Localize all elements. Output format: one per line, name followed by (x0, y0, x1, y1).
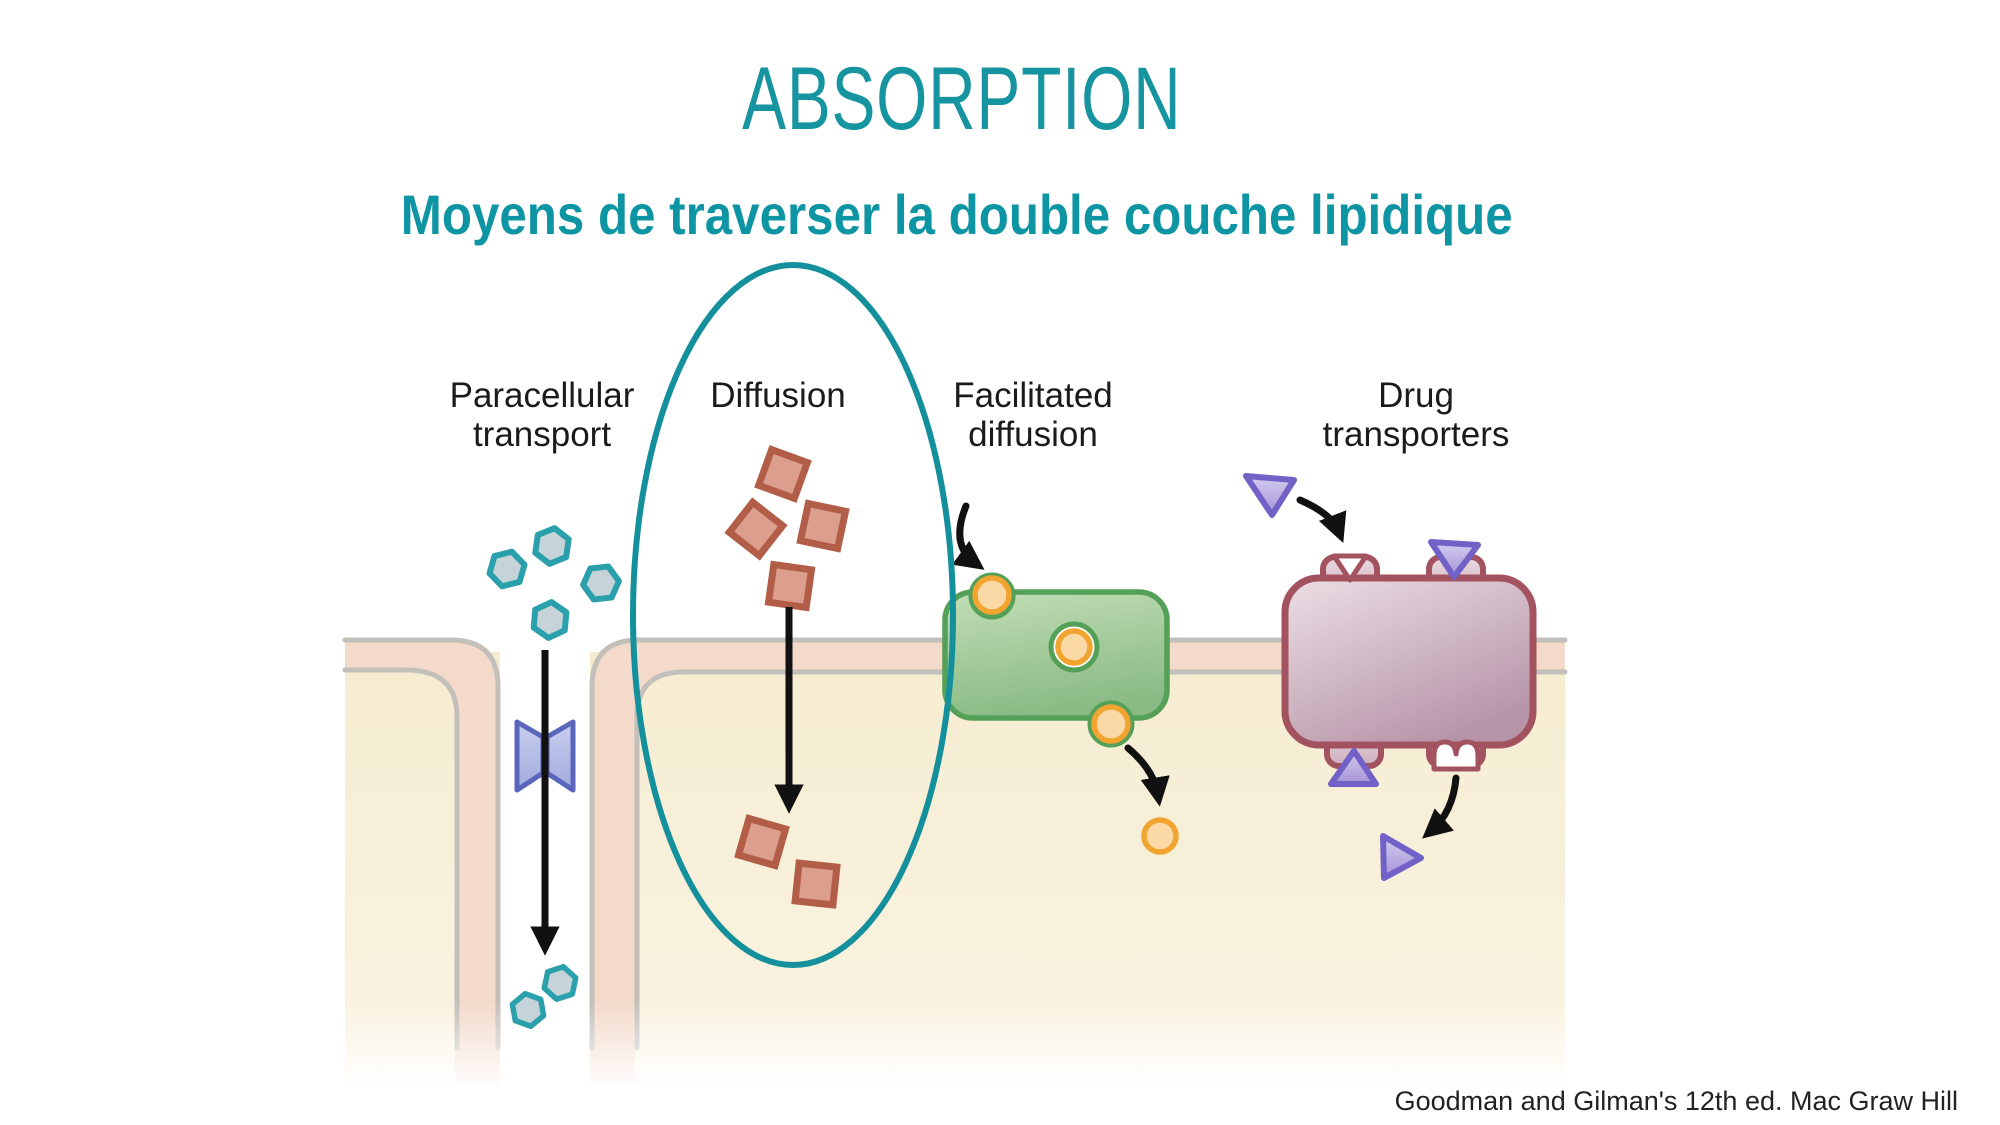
hexagon-molecule (541, 964, 579, 1002)
hexagon-molecules (486, 525, 622, 1030)
purple-triangles (1243, 473, 1481, 881)
drug-transporter-body (1281, 574, 1537, 749)
slide-subtitle: Moyens de traverser la double couche lip… (0, 183, 1914, 246)
paracellular-transport-group (486, 525, 622, 1030)
purple-triangle (1243, 473, 1297, 518)
orange-molecule (1091, 704, 1131, 744)
purple-triangle (1328, 748, 1379, 787)
source-attribution: Goodman and Gilman's 12th ed. Mac Graw H… (1394, 1086, 1958, 1116)
membrane-outline-top-left (342, 637, 501, 1051)
label-diffusion: Diffusion (710, 376, 846, 415)
bottom-fade (343, 1002, 1567, 1090)
orange-molecule (1141, 817, 1179, 855)
membrane-outline-bottom-left (342, 667, 460, 1051)
diffusion-squares (724, 445, 850, 909)
diffusion-square (796, 499, 850, 553)
purple-triangle (1380, 833, 1424, 881)
orange-molecules (972, 575, 1179, 855)
tab-notch-w (1431, 739, 1481, 772)
page-title: ABSORPTION (0, 48, 1924, 148)
facilitated-diffusion-group (942, 502, 1179, 855)
hexagon-molecule (509, 990, 547, 1030)
label-paracellular-transport: Paracellular transport (449, 376, 635, 454)
orange-molecule (1055, 628, 1093, 666)
hexagon-molecule (530, 599, 570, 641)
tab-notch-v (1331, 553, 1369, 583)
facilitated-arrow-out (1124, 744, 1170, 807)
label-drug-transporters: Drug transporters (1322, 376, 1510, 454)
diffusion-square (764, 560, 816, 612)
facilitated-arrow-in (952, 502, 985, 570)
slide-subtitle-text: Moyens de traverser la double couche lip… (401, 183, 1513, 246)
diffusion-group (724, 445, 850, 909)
diffusion-square (791, 859, 841, 909)
orange-molecule (972, 575, 1012, 615)
transporter-arrow-out (1422, 774, 1460, 839)
transporter-arrow-in (1296, 496, 1347, 543)
hexagon-molecule (580, 563, 622, 603)
purple-triangle (1428, 539, 1481, 580)
diffusion-ellipse-highlight (630, 262, 956, 968)
hexagon-molecule (486, 548, 528, 590)
hexagon-molecule (532, 525, 572, 567)
diffusion-square (724, 497, 788, 561)
diffusion-square (734, 814, 790, 870)
membrane-left-segment (345, 638, 500, 1085)
drug-transporter-group (1243, 473, 1537, 881)
membrane-band (345, 638, 1565, 1085)
page-title-text: ABSORPTION (742, 48, 1182, 148)
diffusion-square (754, 445, 812, 503)
label-facilitated-diffusion: Facilitated diffusion (953, 376, 1113, 454)
